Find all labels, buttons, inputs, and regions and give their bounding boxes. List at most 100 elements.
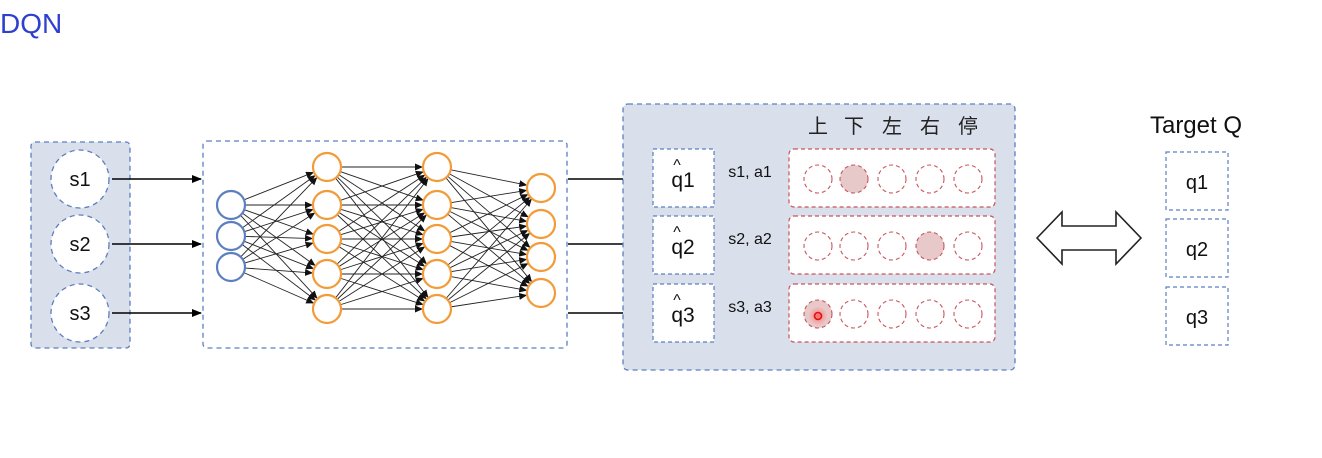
action-slot bbox=[953, 299, 983, 329]
network-edge bbox=[340, 242, 424, 271]
hidden-layer-neuron bbox=[311, 258, 343, 290]
target-q-box: q1 bbox=[1165, 151, 1229, 211]
network-edge bbox=[340, 208, 424, 236]
network-edges bbox=[240, 163, 533, 313]
network-edge bbox=[336, 176, 427, 265]
q-hat-box bbox=[652, 283, 715, 343]
input-node: s1 bbox=[50, 149, 110, 209]
network-edge bbox=[338, 174, 426, 232]
network-edge bbox=[242, 175, 316, 229]
action-slot bbox=[803, 164, 833, 194]
q-hat-label: q3 bbox=[671, 304, 694, 327]
input-label: s3 bbox=[69, 303, 90, 325]
input-label: s2 bbox=[69, 234, 90, 256]
action-header-label: 停 bbox=[958, 114, 978, 138]
hidden-layer-neuron bbox=[421, 223, 453, 255]
hidden-layer-neuron bbox=[421, 151, 453, 183]
network-edge bbox=[336, 214, 427, 300]
network-nodes bbox=[215, 151, 557, 325]
diagram-title: DQN bbox=[0, 8, 63, 39]
network-edge bbox=[447, 196, 531, 266]
q-hat-mark: ^ bbox=[673, 224, 681, 241]
selected-action-slot bbox=[915, 231, 945, 261]
hidden-layer-neuron bbox=[525, 208, 557, 240]
target-q-label-item: q2 bbox=[1186, 239, 1208, 261]
network-edge bbox=[244, 267, 314, 276]
action-slot bbox=[915, 164, 945, 194]
cursor-dot bbox=[813, 311, 823, 321]
network-edge bbox=[449, 263, 529, 304]
action-slot bbox=[953, 164, 983, 194]
hidden-layer-neuron bbox=[525, 241, 557, 273]
network-edge bbox=[244, 208, 314, 233]
network-edge bbox=[243, 240, 314, 270]
action-header-label: 下 bbox=[844, 114, 864, 138]
cursor-highlight bbox=[809, 307, 827, 325]
action-slot bbox=[877, 299, 907, 329]
network-edge bbox=[445, 198, 532, 299]
network-edge bbox=[450, 292, 528, 308]
network-edge bbox=[244, 234, 314, 242]
network-edge bbox=[242, 212, 316, 266]
input-label: s1 bbox=[69, 169, 90, 191]
network-edge bbox=[244, 209, 314, 235]
state-action-label: s3, a3 bbox=[728, 299, 772, 316]
network-panel bbox=[202, 140, 568, 349]
network-edge bbox=[241, 244, 316, 301]
network-edge bbox=[338, 212, 426, 267]
target-q-box: q2 bbox=[1165, 218, 1229, 278]
q-row: ^q2 s2, a2 bbox=[652, 215, 996, 275]
network-edge bbox=[449, 194, 529, 234]
network-edge bbox=[450, 188, 528, 204]
action-slot bbox=[877, 164, 907, 194]
action-slot bbox=[839, 231, 869, 261]
network-edge bbox=[449, 210, 529, 251]
state-action-label: s1, a1 bbox=[728, 164, 772, 181]
hidden-layer-neuron bbox=[525, 172, 557, 204]
hidden-layer-neuron bbox=[311, 151, 343, 183]
network-edge bbox=[447, 232, 531, 301]
network-edge bbox=[450, 240, 528, 257]
hidden-layer-neuron bbox=[421, 258, 453, 290]
target-q-label-item: q3 bbox=[1186, 307, 1208, 329]
network-edge bbox=[240, 177, 318, 258]
input-node: s3 bbox=[50, 283, 110, 343]
hidden-layer-neuron bbox=[311, 293, 343, 325]
hidden-layer-neuron bbox=[421, 293, 453, 325]
q-hat-label: q1 bbox=[671, 169, 694, 192]
target-q-box: q3 bbox=[1165, 286, 1229, 346]
network-edge bbox=[450, 257, 528, 273]
hidden-layer-neuron bbox=[311, 223, 343, 255]
target-q-label: Target Q bbox=[1150, 112, 1242, 139]
network-edge bbox=[336, 176, 427, 265]
input-layer-neuron bbox=[215, 189, 247, 221]
network-edge bbox=[450, 169, 528, 188]
hidden-layer-neuron bbox=[311, 189, 343, 221]
q-row: ^q1 s1, a1 bbox=[652, 148, 996, 208]
input-layer-neuron bbox=[215, 220, 247, 252]
network-edge bbox=[450, 207, 528, 224]
q-hat-label: q2 bbox=[671, 236, 694, 259]
action-slot bbox=[839, 299, 869, 329]
hidden-layer-neuron bbox=[421, 189, 453, 221]
state-action-label: s2, a2 bbox=[728, 231, 772, 248]
q-hat-box bbox=[652, 148, 715, 208]
network-edge bbox=[445, 177, 533, 283]
network-edge bbox=[335, 178, 429, 299]
network-edge bbox=[340, 170, 424, 201]
network-edge bbox=[243, 272, 315, 304]
action-header-label: 左 bbox=[882, 114, 902, 138]
hidden-layer-neuron bbox=[525, 277, 557, 309]
network-edge bbox=[447, 175, 531, 248]
network-edge bbox=[244, 241, 314, 264]
action-slot bbox=[915, 299, 945, 329]
target-q-label-item: q1 bbox=[1186, 172, 1208, 194]
network-edge bbox=[338, 246, 426, 302]
selected-action-slot bbox=[839, 164, 869, 194]
q-hat-mark: ^ bbox=[673, 157, 681, 174]
action-slot bbox=[877, 231, 907, 261]
input-layer-neuron bbox=[215, 251, 247, 283]
compare-double-arrow bbox=[1035, 210, 1143, 266]
